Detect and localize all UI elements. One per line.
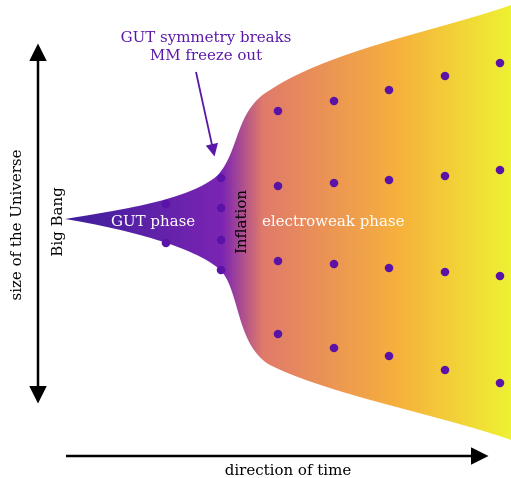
monopole-dot bbox=[273, 181, 283, 191]
monopole-dot bbox=[216, 265, 226, 275]
monopole-dot bbox=[384, 85, 394, 95]
monopole-dot bbox=[273, 329, 283, 339]
monopole-dot bbox=[495, 378, 505, 388]
monopole-dot bbox=[384, 351, 394, 361]
monopole-dot bbox=[161, 238, 171, 248]
monopole-dot bbox=[329, 259, 339, 269]
monopole-dot bbox=[273, 256, 283, 266]
monopole-dot bbox=[329, 343, 339, 353]
monopole-dot bbox=[216, 203, 226, 213]
monopole-dot bbox=[440, 365, 450, 375]
monopole-dot bbox=[216, 235, 226, 245]
monopole-dot bbox=[161, 199, 171, 209]
monopole-dot bbox=[440, 71, 450, 81]
x-axis-label: direction of time bbox=[225, 461, 352, 478]
monopole-dot bbox=[216, 173, 226, 183]
monopole-dot bbox=[329, 178, 339, 188]
monopole-dot bbox=[495, 271, 505, 281]
monopole-dot bbox=[329, 96, 339, 106]
monopole-dot bbox=[495, 58, 505, 68]
universe-shape bbox=[65, 5, 511, 440]
monopole-dot bbox=[440, 267, 450, 277]
big-bang-label: Big Bang bbox=[48, 187, 66, 257]
electroweak-phase-label: electroweak phase bbox=[262, 212, 405, 230]
monopole-dot bbox=[384, 175, 394, 185]
monopole-dot bbox=[440, 171, 450, 181]
annotation-line-2: MM freeze out bbox=[150, 46, 262, 64]
monopole-dots bbox=[161, 58, 505, 388]
annotation-line-1: GUT symmetry breaks bbox=[121, 28, 292, 46]
inflation-label: Inflation bbox=[232, 190, 250, 254]
monopole-dot bbox=[495, 165, 505, 175]
monopole-dot bbox=[273, 106, 283, 116]
y-axis-label: size of the Universe bbox=[7, 149, 25, 300]
monopole-dot bbox=[384, 263, 394, 273]
annotation-arrow bbox=[195, 71, 218, 157]
gut-phase-label: GUT phase bbox=[111, 212, 195, 230]
